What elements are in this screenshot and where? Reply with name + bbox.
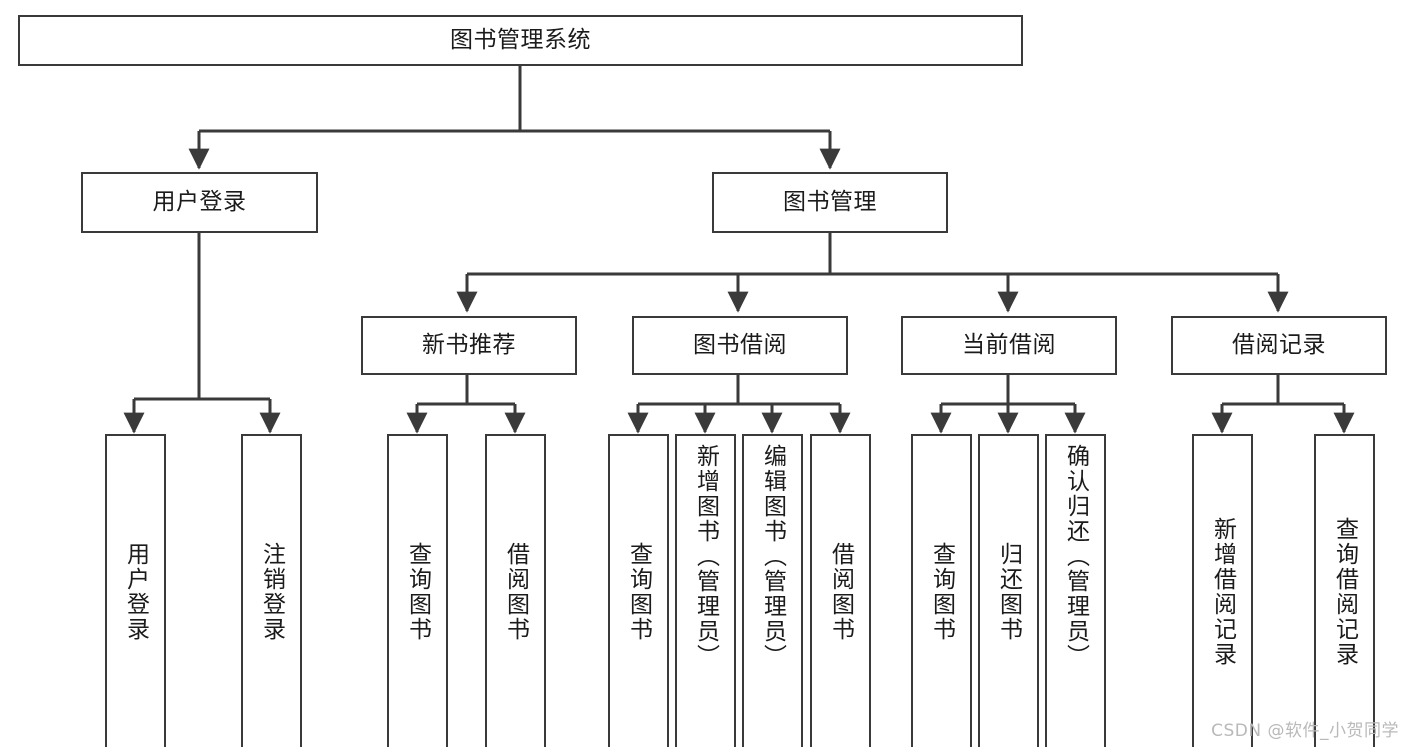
node-label: 图书管理 [783,189,877,216]
leaf-query-borrow-record[interactable]: 查询借阅记录 [1314,434,1375,747]
leaf-logout[interactable]: 注销登录 [241,434,302,747]
leaf-borrow-book-borrow[interactable]: 借阅图书 [810,434,871,747]
node-label: 当前借阅 [962,332,1056,359]
leaf-return-book[interactable]: 归还图书 [978,434,1039,747]
node-label: 图书管理系统 [450,27,591,54]
node-label: 借阅图书 [827,542,854,642]
leaf-query-book-borrow[interactable]: 查询图书 [608,434,669,747]
node-label: 注销登录 [258,542,285,642]
csdn-watermark: CSDN @软件_小贺同学 [1211,721,1399,741]
node-label: 图书借阅 [693,332,787,359]
node-label: 借阅图书 [502,542,529,642]
leaf-borrow-book-recommend[interactable]: 借阅图书 [485,434,546,747]
node-label: 编辑图书（管理员） [759,444,786,669]
node-user-login[interactable]: 用户登录 [81,172,318,233]
node-label: 查询图书 [625,542,652,642]
leaf-query-book-current[interactable]: 查询图书 [911,434,972,747]
node-label: 借阅记录 [1232,332,1326,359]
leaf-user-login[interactable]: 用户登录 [105,434,166,747]
leaf-confirm-return-admin[interactable]: 确认归还（管理员） [1045,434,1106,747]
node-label: 归还图书 [995,542,1022,642]
node-label: 查询图书 [928,542,955,642]
node-new-book-recommend[interactable]: 新书推荐 [361,316,577,375]
leaf-edit-book-admin[interactable]: 编辑图书（管理员） [742,434,803,747]
node-label: 查询图书 [404,542,431,642]
node-current-borrow[interactable]: 当前借阅 [901,316,1117,375]
node-label: 用户登录 [152,189,247,216]
node-book-manage[interactable]: 图书管理 [712,172,948,233]
node-label: 新增借阅记录 [1209,517,1236,667]
node-root-system[interactable]: 图书管理系统 [18,15,1023,66]
node-label: 用户登录 [122,542,149,642]
node-label: 新增图书（管理员） [692,444,719,669]
leaf-add-borrow-record[interactable]: 新增借阅记录 [1192,434,1253,747]
node-borrow-record[interactable]: 借阅记录 [1171,316,1387,375]
node-label: 新书推荐 [422,332,516,359]
node-label: 确认归还（管理员） [1062,444,1089,669]
leaf-add-book-admin[interactable]: 新增图书（管理员） [675,434,736,747]
node-book-borrow[interactable]: 图书借阅 [632,316,848,375]
node-label: 查询借阅记录 [1331,517,1358,667]
leaf-query-book-recommend[interactable]: 查询图书 [387,434,448,747]
